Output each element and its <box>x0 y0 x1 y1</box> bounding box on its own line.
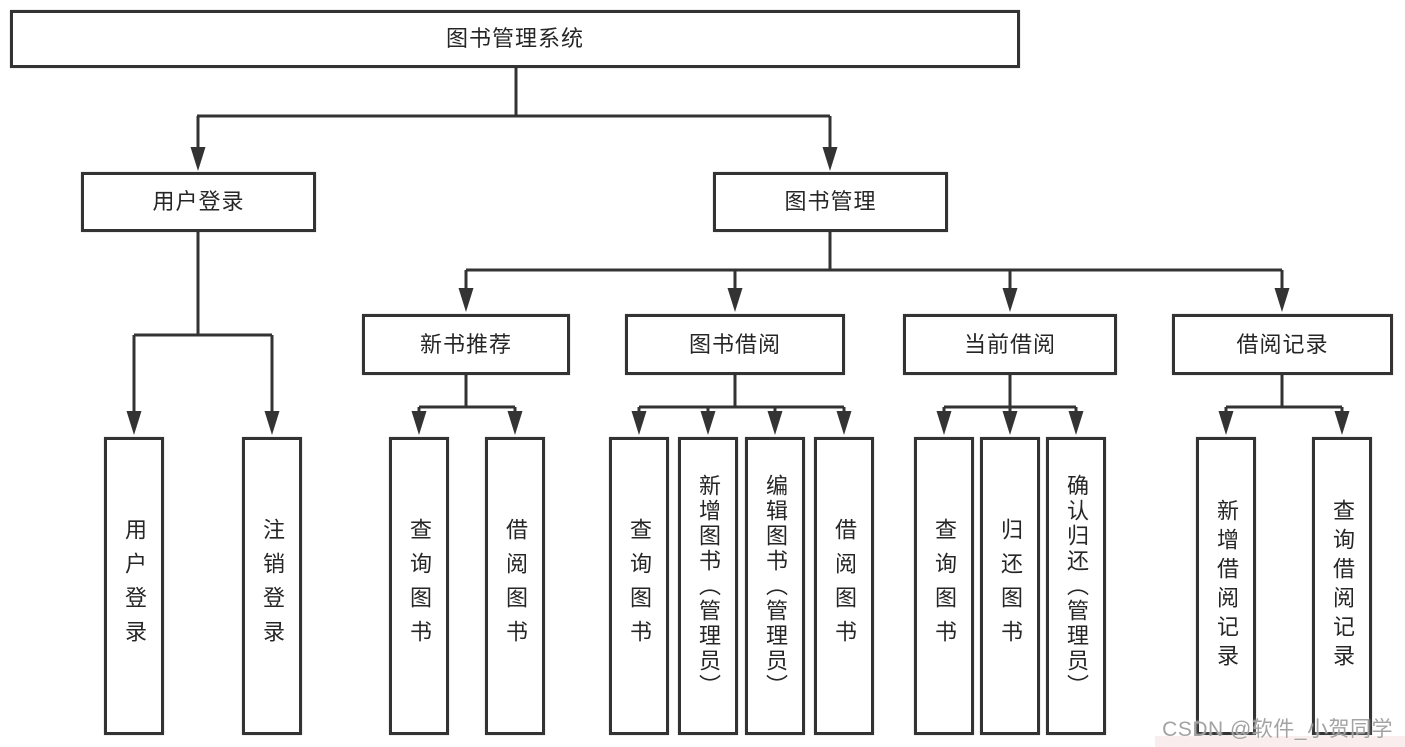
leaf-add-book-admin: 新增图书（管理员） <box>678 437 738 735</box>
leaf-add-borrow-record: 新增借阅记录 <box>1196 437 1256 735</box>
leaf-search-book-recommend: 查询图书 <box>389 437 449 735</box>
node-label: 查询图书 <box>407 518 432 654</box>
node-label: 当前借阅 <box>963 331 1056 357</box>
node-label: 编辑图书（管理员） <box>763 473 788 699</box>
leaf-search-book-borrow: 查询图书 <box>609 437 669 735</box>
node-label: 新增借阅记录 <box>1214 499 1239 673</box>
node-label: 借阅图书 <box>503 518 528 654</box>
watermark-tint-strip <box>1155 736 1405 747</box>
node-root: 图书管理系统 <box>10 10 1020 68</box>
node-label: 借阅图书 <box>832 518 857 654</box>
leaf-edit-book-admin: 编辑图书（管理员） <box>745 437 805 735</box>
leaf-search-book-current: 查询图书 <box>914 437 974 735</box>
node-new-book-recommend: 新书推荐 <box>362 314 570 375</box>
node-borrow-records: 借阅记录 <box>1172 314 1393 375</box>
node-current-borrow: 当前借阅 <box>903 314 1117 375</box>
node-label: 查询借阅记录 <box>1330 499 1355 673</box>
leaf-return-book: 归还图书 <box>980 437 1040 735</box>
node-label: 查询图书 <box>932 518 957 654</box>
node-label: 新增图书（管理员） <box>696 473 721 699</box>
node-label: 用户登录 <box>152 189 245 214</box>
node-label: 借阅记录 <box>1236 331 1329 357</box>
node-label: 归还图书 <box>998 518 1023 654</box>
node-book-borrow: 图书借阅 <box>625 314 845 375</box>
leaf-logout-login: 注销登录 <box>242 437 302 735</box>
node-label: 图书借阅 <box>688 331 781 357</box>
node-label: 图书管理系统 <box>445 26 584 51</box>
leaf-user-login: 用户登录 <box>104 437 164 735</box>
leaf-borrow-book-recommend: 借阅图书 <box>485 437 545 735</box>
node-label: 新书推荐 <box>419 331 512 357</box>
node-label: 查询图书 <box>627 518 652 654</box>
leaf-confirm-return-admin: 确认归还（管理员） <box>1046 437 1106 735</box>
node-book-management: 图书管理 <box>713 172 948 232</box>
node-user-login: 用户登录 <box>81 172 316 232</box>
node-label: 确认归还（管理员） <box>1064 473 1089 699</box>
node-label: 图书管理 <box>784 189 877 214</box>
leaf-search-borrow-record: 查询借阅记录 <box>1312 437 1372 735</box>
csdn-watermark: CSDN @软件_小贺同学 <box>1162 718 1393 741</box>
node-label: 用户登录 <box>122 518 147 654</box>
node-label: 注销登录 <box>260 518 285 654</box>
leaf-borrow-book: 借阅图书 <box>814 437 874 735</box>
